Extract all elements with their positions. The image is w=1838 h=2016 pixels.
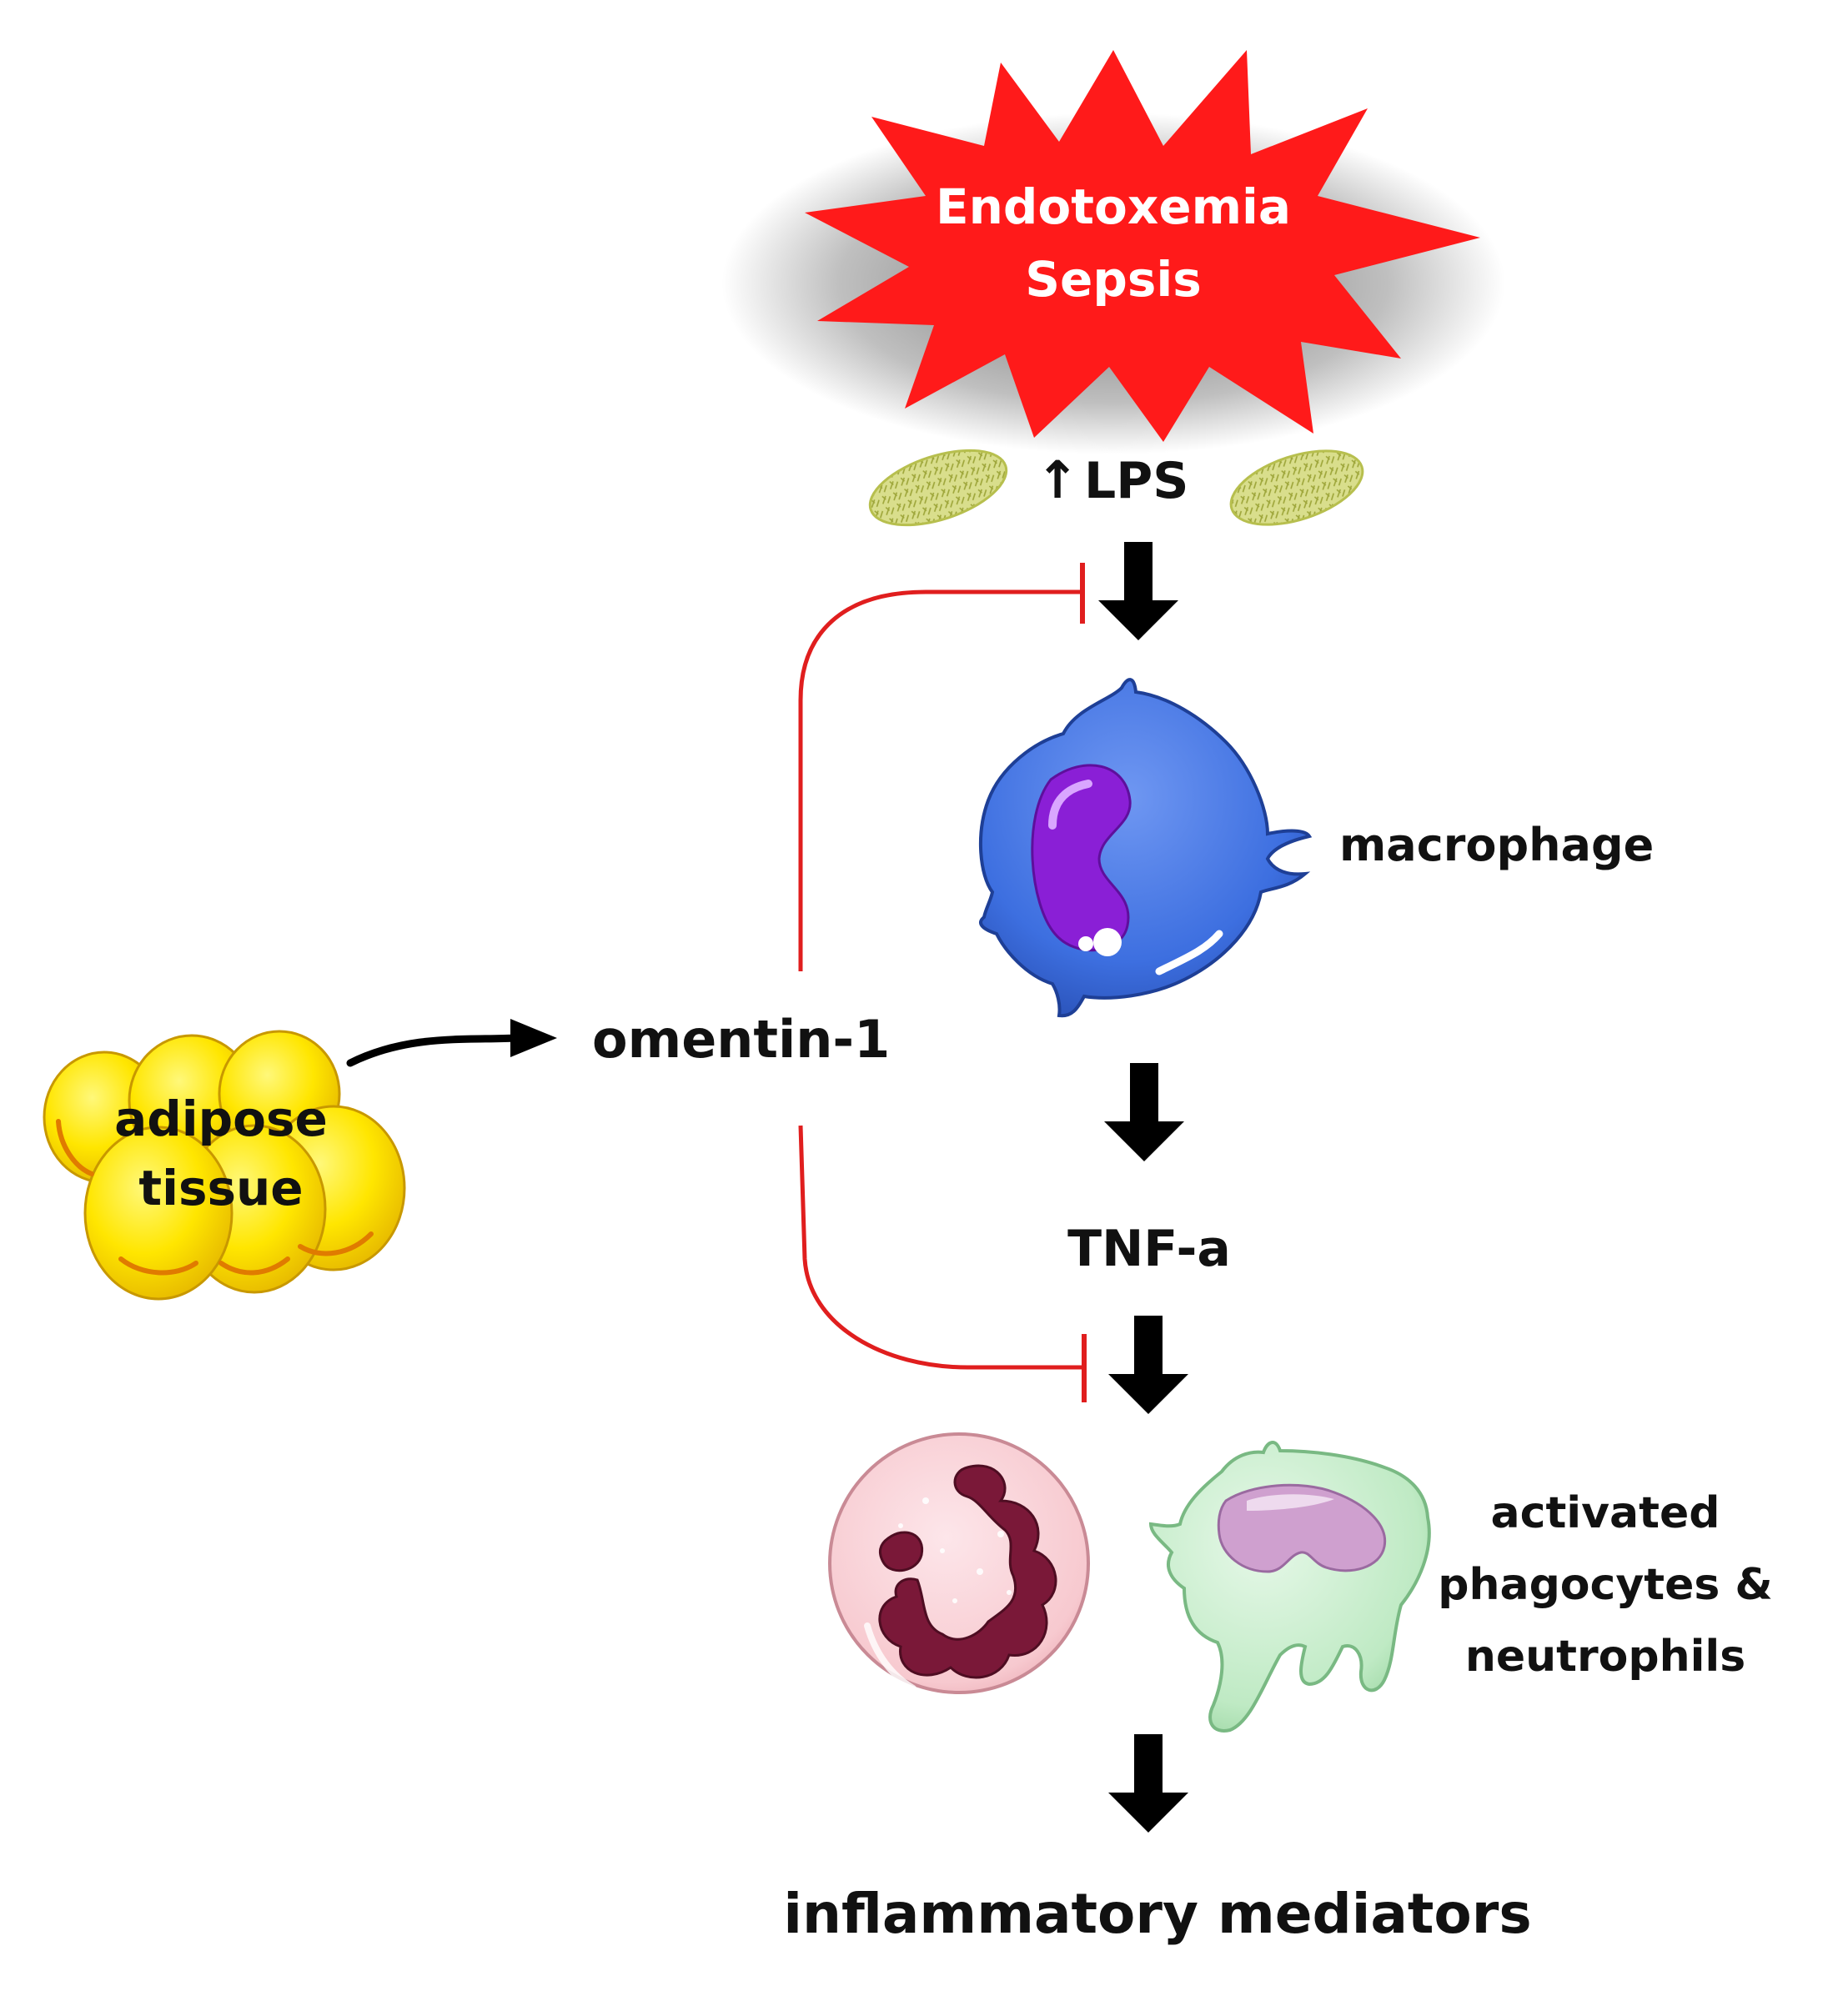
macrophage-body xyxy=(979,678,1313,1018)
adipose-tissue-cluster: adipose tissue xyxy=(43,1030,406,1301)
bacterium-icon xyxy=(1229,449,1364,526)
neutrophil-highlight xyxy=(864,1622,916,1692)
endotoxemia-starburst: Endotoxemia Sepsis xyxy=(721,50,1505,454)
adipose-label-line1: adipose xyxy=(114,1091,328,1147)
cells-label-line1: activated xyxy=(1491,1488,1720,1538)
cells-label-line2: phagocytes & xyxy=(1438,1560,1773,1610)
adipose-label-line2: tissue xyxy=(138,1160,303,1216)
bacterium-icon xyxy=(868,449,1008,527)
phagocyte-nucleus-highlight xyxy=(1247,1494,1334,1511)
adipocyte xyxy=(83,1126,234,1301)
macrophage-membrane-highlight xyxy=(1155,930,1223,975)
neutrophil-nucleus xyxy=(878,1464,1057,1679)
flow-arrow xyxy=(1104,1063,1184,1161)
starburst-shape xyxy=(805,50,1480,442)
starburst-line2: Sepsis xyxy=(1025,251,1202,308)
macrophage-granule xyxy=(1093,928,1122,956)
macrophage-nucleus-highlight xyxy=(1048,780,1092,830)
neutrophil-nucleus-lobe xyxy=(878,1531,924,1572)
macrophage-granule xyxy=(1078,936,1093,951)
secretion-arrow xyxy=(346,1019,557,1067)
lps-row: ↑ LPS xyxy=(868,449,1364,527)
inhibition-line-lower xyxy=(798,1125,1087,1402)
lps-label: LPS xyxy=(1084,452,1188,510)
cells-label-line3: neutrophils xyxy=(1465,1632,1745,1682)
flow-arrow xyxy=(1108,1734,1188,1833)
neutrophil-cell xyxy=(828,1432,1090,1694)
inflammatory-mediators-label: inflammatory mediators xyxy=(783,1882,1531,1946)
flow-arrow xyxy=(1108,1316,1188,1414)
flow-arrow xyxy=(1098,542,1178,640)
macrophage-cell: macrophage xyxy=(979,678,1654,1018)
adipocyte-rims xyxy=(56,1119,374,1276)
lps-up-arrow: ↑ xyxy=(1036,449,1079,510)
tnf-label: TNF-a xyxy=(1067,1220,1231,1278)
inhibition-line-upper xyxy=(798,563,1085,971)
macrophage-label: macrophage xyxy=(1339,819,1654,871)
phagocyte-cell xyxy=(1148,1441,1431,1733)
omentin-label: omentin-1 xyxy=(592,1009,890,1070)
starburst-line1: Endotoxemia xyxy=(936,178,1291,235)
